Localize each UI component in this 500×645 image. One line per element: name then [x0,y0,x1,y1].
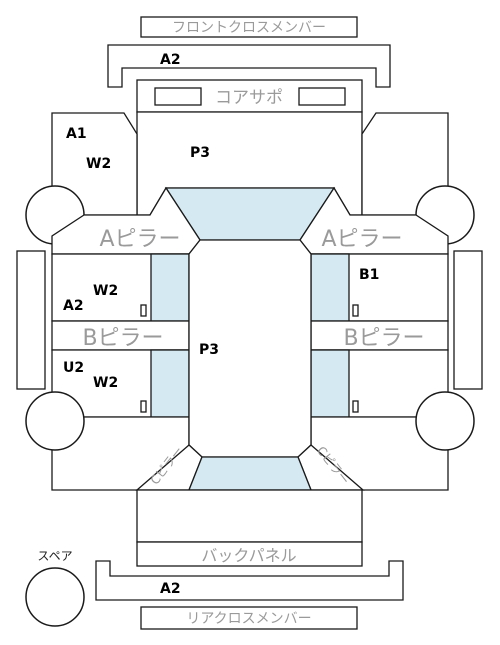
right-front-door-grade: B1 [359,267,379,283]
rear-bumper[interactable] [95,560,404,601]
left-front-door-w-grade: W2 [93,283,118,299]
left-front-door-grade: A2 [63,298,84,314]
rear-left-wheel[interactable] [25,391,85,451]
back-panel[interactable] [136,541,363,567]
right-a-pillar-label: Aピラー [321,227,402,252]
right-rear-handle [352,400,359,413]
left-front-handle [140,304,147,317]
core-support-label: コアサポ [215,88,283,108]
right-front-window[interactable] [310,253,350,322]
front-bumper-grade: A2 [160,52,181,68]
right-front-handle [352,304,359,317]
left-rear-handle [140,400,147,413]
left-rear-window[interactable] [150,349,190,418]
left-front-window[interactable] [150,253,190,322]
left-rear-door-w-grade: W2 [93,375,118,391]
back-panel-label: バックパネル [201,546,296,565]
front-cross-member-label: フロントクロスメンバー [172,20,326,36]
right-b-pillar-label: Bピラー [343,326,424,351]
roof-grade: P3 [199,342,219,358]
spare-tire[interactable] [25,567,85,627]
front-bumper[interactable] [107,44,391,88]
front-cross-member-box[interactable] [140,16,358,38]
left-front-fender-w-grade: W2 [86,156,111,172]
rear-cross-member-box[interactable] [140,606,358,630]
left-rear-door-grade: U2 [63,360,84,376]
right-side-step[interactable] [453,250,483,390]
rear-glass[interactable] [188,456,312,491]
left-b-pillar[interactable] [51,320,190,351]
bonnet-grade: P3 [190,145,210,161]
rear-bumper-grade: A2 [160,581,181,597]
spare-label: スペア [37,549,72,563]
right-rear-window[interactable] [310,349,350,418]
left-front-fender-grade: A1 [66,126,87,142]
left-a-pillar-label: Aピラー [99,227,180,252]
rear-right-wheel[interactable] [415,391,475,451]
left-headlight[interactable] [154,87,202,106]
rear-cross-member-label: リアクロスメンバー [186,611,311,627]
right-headlight[interactable] [298,87,346,106]
left-side-step[interactable] [16,250,46,390]
trunk[interactable] [136,489,363,543]
left-b-pillar-label: Bピラー [82,326,163,351]
